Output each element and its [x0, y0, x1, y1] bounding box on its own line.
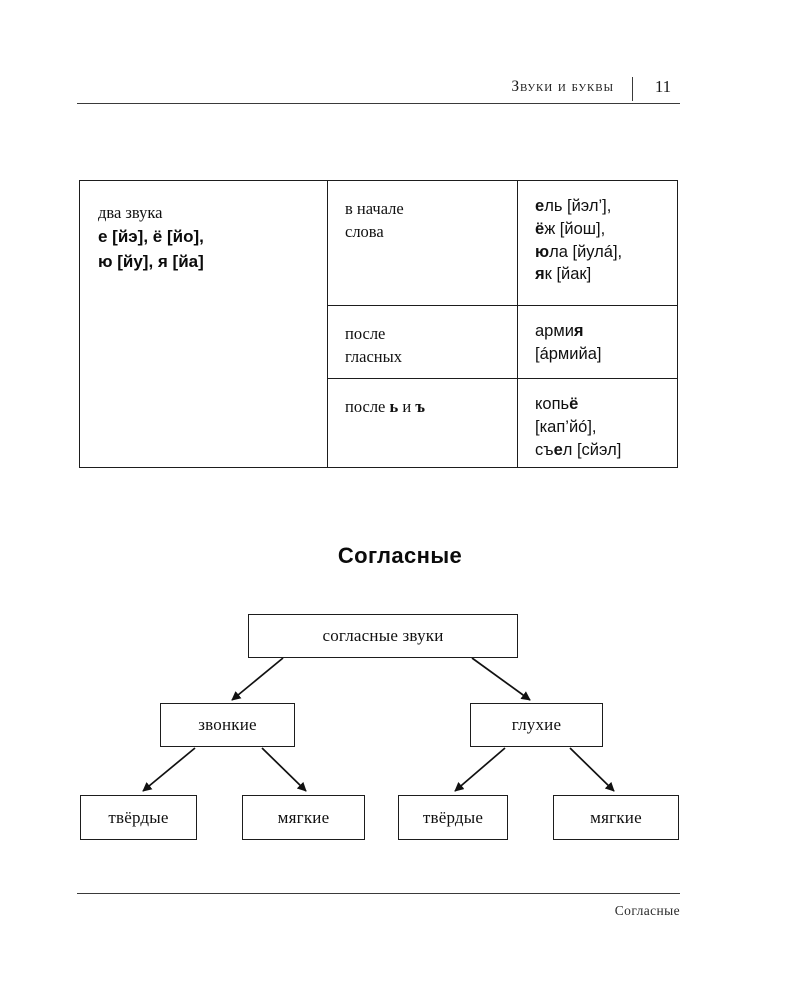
condition-line-1: после ь и ъ [345, 397, 425, 416]
example-line: [áрмийа] [535, 343, 671, 366]
section-heading: Согласные [337, 543, 463, 568]
example-bold-letter: ё [569, 395, 579, 413]
edge-zvonkie-to-myagkie [261, 747, 307, 792]
two-sounds-letters-line-2: ю [йу], я [йа] [98, 251, 204, 271]
table-row: в начале слова ель [йэл’], ёж [йош], юла… [328, 181, 677, 306]
tree-node-gluhie: глухие [470, 703, 603, 747]
edge-root-to-zvonkie [231, 657, 284, 701]
soft-sign-bold: ь [389, 397, 399, 416]
footer-text: Согласные [614, 903, 680, 918]
table-row: после гласных армия [áрмийа] [328, 306, 677, 379]
example-bold-letter: е [553, 440, 563, 459]
example-line: копьё [535, 393, 671, 416]
hard-sign-bold: ъ [415, 397, 425, 416]
example-bold-letter: я [573, 322, 584, 340]
condition-cell: после гласных [328, 306, 518, 378]
example-rest: ла [йулá], [549, 242, 623, 261]
condition-cell: после ь и ъ [328, 379, 518, 467]
header-separator-rule [632, 77, 633, 101]
tree-node-gluhie-tverdye: твёрдые [398, 795, 508, 840]
example-rest: л [сйэл] [562, 440, 622, 459]
edge-gluhie-to-tverdye [454, 747, 506, 792]
page-number: 11 [654, 77, 672, 96]
example-line: армия [535, 320, 671, 343]
example-bold-letter: е [535, 197, 545, 215]
example-bold-letter: ё [535, 219, 545, 238]
edge-gluhie-to-myagkie [569, 747, 615, 792]
condition-line-1: в начале [345, 199, 404, 218]
page-header: Звуки и буквы 11 [77, 77, 680, 106]
example-line: юла [йулá], [535, 241, 671, 264]
header-title: Звуки и буквы [511, 78, 614, 95]
condition-line-2: слова [345, 221, 384, 241]
footer-horizontal-rule [77, 893, 680, 894]
two-sounds-letters-line-1: е [йэ], ё [йо], [98, 227, 204, 247]
example-bold-letter: ю [535, 242, 550, 261]
example-rest: [кап’йó], [535, 417, 597, 436]
example-line: съел [сйэл] [535, 439, 671, 462]
edge-root-to-gluhie [471, 657, 531, 701]
table-cell-two-sounds: два звука е [йэ], ё [йо], ю [йу], я [йа] [80, 181, 328, 467]
tree-node-root: согласные звуки [248, 614, 518, 658]
examples-cell: ель [йэл’], ёж [йош], юла [йулá], як [йа… [518, 181, 677, 305]
example-line: [кап’йó], [535, 416, 671, 439]
example-rest: ж [йош], [544, 219, 606, 238]
example-pre: арми [535, 322, 574, 340]
tree-node-gluhie-myagkie: мягкие [553, 795, 679, 840]
edge-zvonkie-to-tverdye [142, 747, 196, 792]
examples-cell: армия [áрмийа] [518, 306, 677, 378]
condition-cell: в начале слова [328, 181, 518, 305]
vowel-rules-table: два звука е [йэ], ё [йо], ю [йу], я [йа]… [79, 180, 678, 468]
example-bold-letter: я [535, 265, 545, 284]
example-rest: [áрмийа] [535, 344, 602, 363]
condition-line-2: гласных [345, 346, 402, 366]
example-line: ёж [йош], [535, 218, 671, 241]
two-sounds-label: два звука [98, 203, 163, 222]
header-horizontal-rule [77, 103, 680, 104]
example-rest: ль [йэл’], [544, 197, 612, 215]
condition-line-1: после [345, 324, 386, 343]
example-pre: копь [535, 395, 570, 413]
examples-cell: копьё [кап’йó], съел [сйэл] [518, 379, 677, 467]
example-line: як [йак] [535, 263, 671, 286]
example-pre: съ [535, 440, 554, 459]
tree-node-zvonkie-myagkie: мягкие [242, 795, 365, 840]
tree-node-zvonkie-tverdye: твёрдые [80, 795, 197, 840]
table-row: после ь и ъ копьё [кап’йó], съел [сйэл] [328, 379, 677, 467]
example-rest: к [йак] [544, 265, 592, 284]
example-line: ель [йэл’], [535, 195, 671, 218]
tree-node-zvonkie: звонкие [160, 703, 295, 747]
table-rows-container: в начале слова ель [йэл’], ёж [йош], юла… [328, 181, 677, 467]
